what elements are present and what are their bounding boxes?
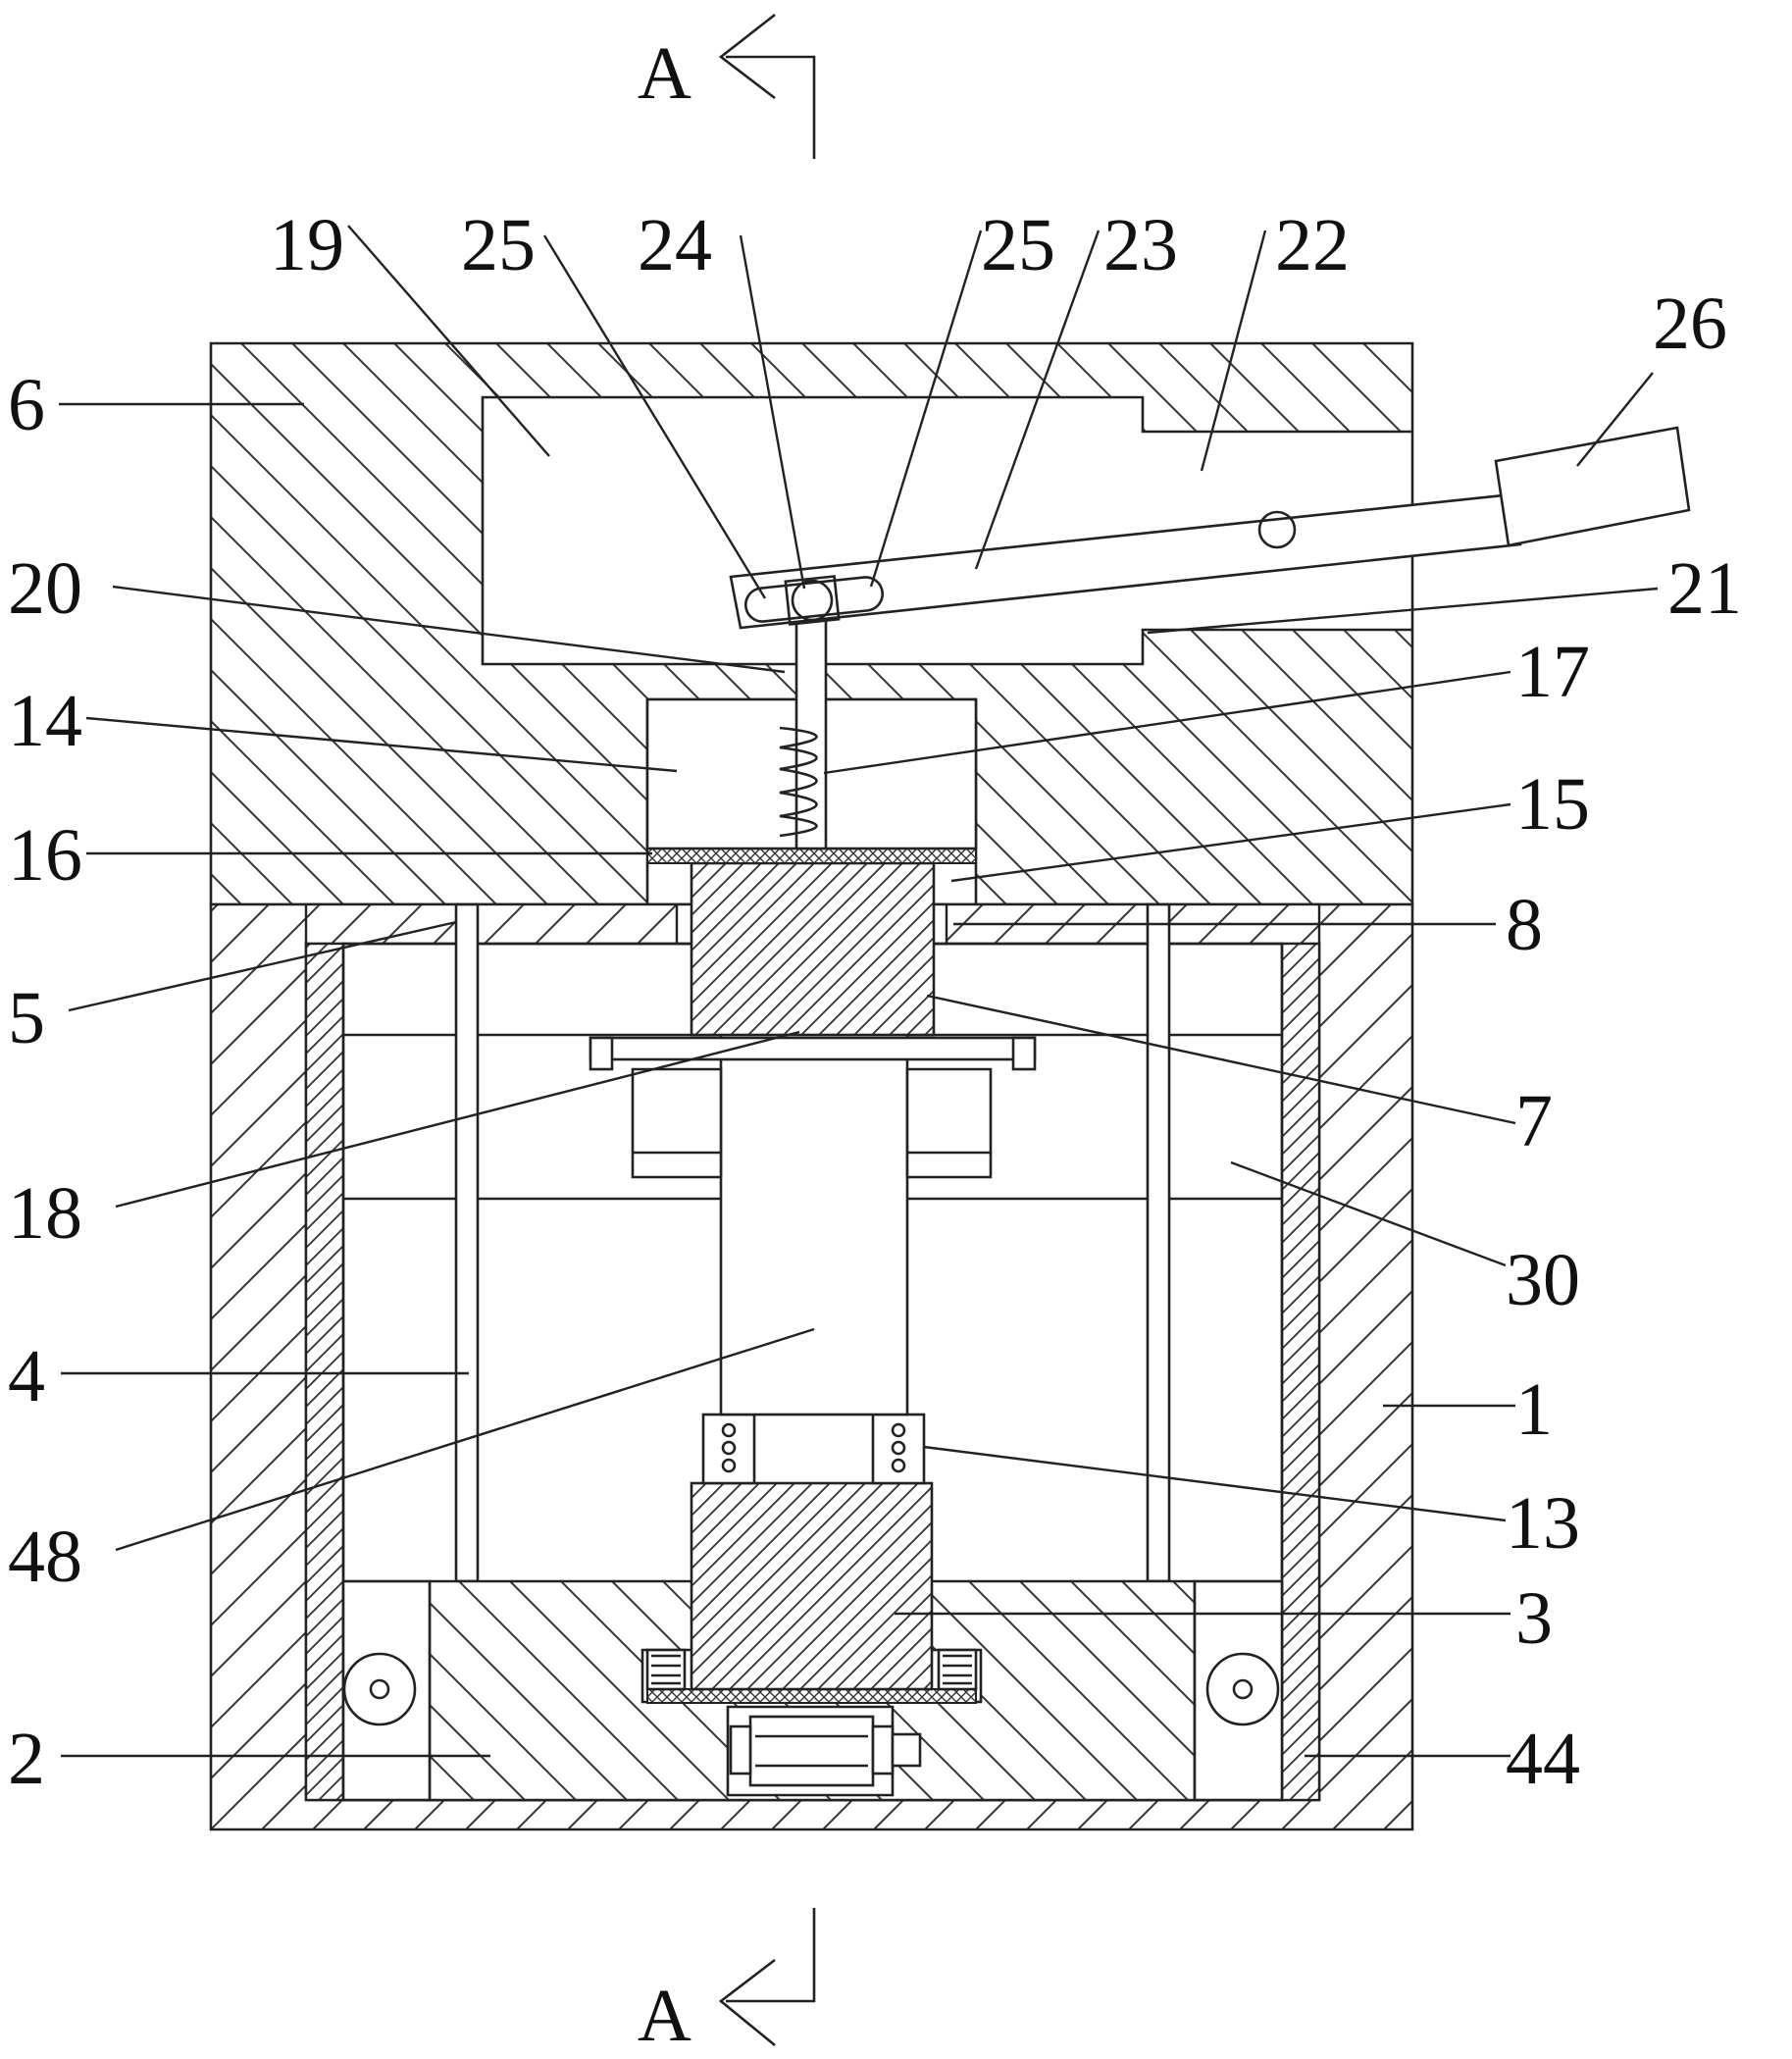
label-17: 17 xyxy=(1515,631,1590,713)
central-column xyxy=(719,1030,909,1416)
label-14: 14 xyxy=(8,680,82,762)
section-mark-top: A xyxy=(638,13,816,159)
label-22: 22 xyxy=(1275,204,1350,286)
label-5: 5 xyxy=(8,977,45,1059)
label-18: 18 xyxy=(8,1172,82,1255)
label-4: 4 xyxy=(8,1335,45,1417)
label-16: 16 xyxy=(8,814,82,897)
label-48: 48 xyxy=(8,1516,82,1598)
label-25-right: 25 xyxy=(981,204,1055,286)
liner-left xyxy=(304,942,345,1802)
label-21: 21 xyxy=(1667,547,1742,630)
section-label-bottom: A xyxy=(638,1975,691,2057)
lower-hatched-block xyxy=(690,1481,934,1691)
label-1: 1 xyxy=(1515,1368,1553,1451)
label-15: 15 xyxy=(1515,763,1590,846)
guide-rod-left xyxy=(454,902,480,1583)
label-19: 19 xyxy=(270,204,344,286)
label-20: 20 xyxy=(8,547,82,630)
label-23: 23 xyxy=(1103,204,1178,286)
section-label-top: A xyxy=(638,32,691,115)
label-30: 30 xyxy=(1506,1239,1580,1321)
label-2: 2 xyxy=(8,1718,45,1800)
label-25-left: 25 xyxy=(461,204,536,286)
label-24: 24 xyxy=(638,204,712,286)
label-13: 13 xyxy=(1506,1482,1580,1565)
label-7: 7 xyxy=(1515,1080,1553,1162)
label-8: 8 xyxy=(1506,884,1543,966)
section-mark-bottom: A xyxy=(638,1908,816,2057)
upper-hatched-block xyxy=(690,861,936,1037)
liner-right xyxy=(1280,942,1321,1802)
leader-lines xyxy=(59,225,1659,1758)
lever-assembly xyxy=(729,426,1691,630)
label-3: 3 xyxy=(1515,1577,1553,1660)
part-labels: 6 19 25 24 25 23 22 26 20 21 14 17 15 16… xyxy=(8,204,1742,1800)
label-6: 6 xyxy=(8,364,45,446)
label-44: 44 xyxy=(1506,1718,1580,1800)
label-26: 26 xyxy=(1653,283,1727,365)
guide-rod-right xyxy=(1146,902,1171,1583)
